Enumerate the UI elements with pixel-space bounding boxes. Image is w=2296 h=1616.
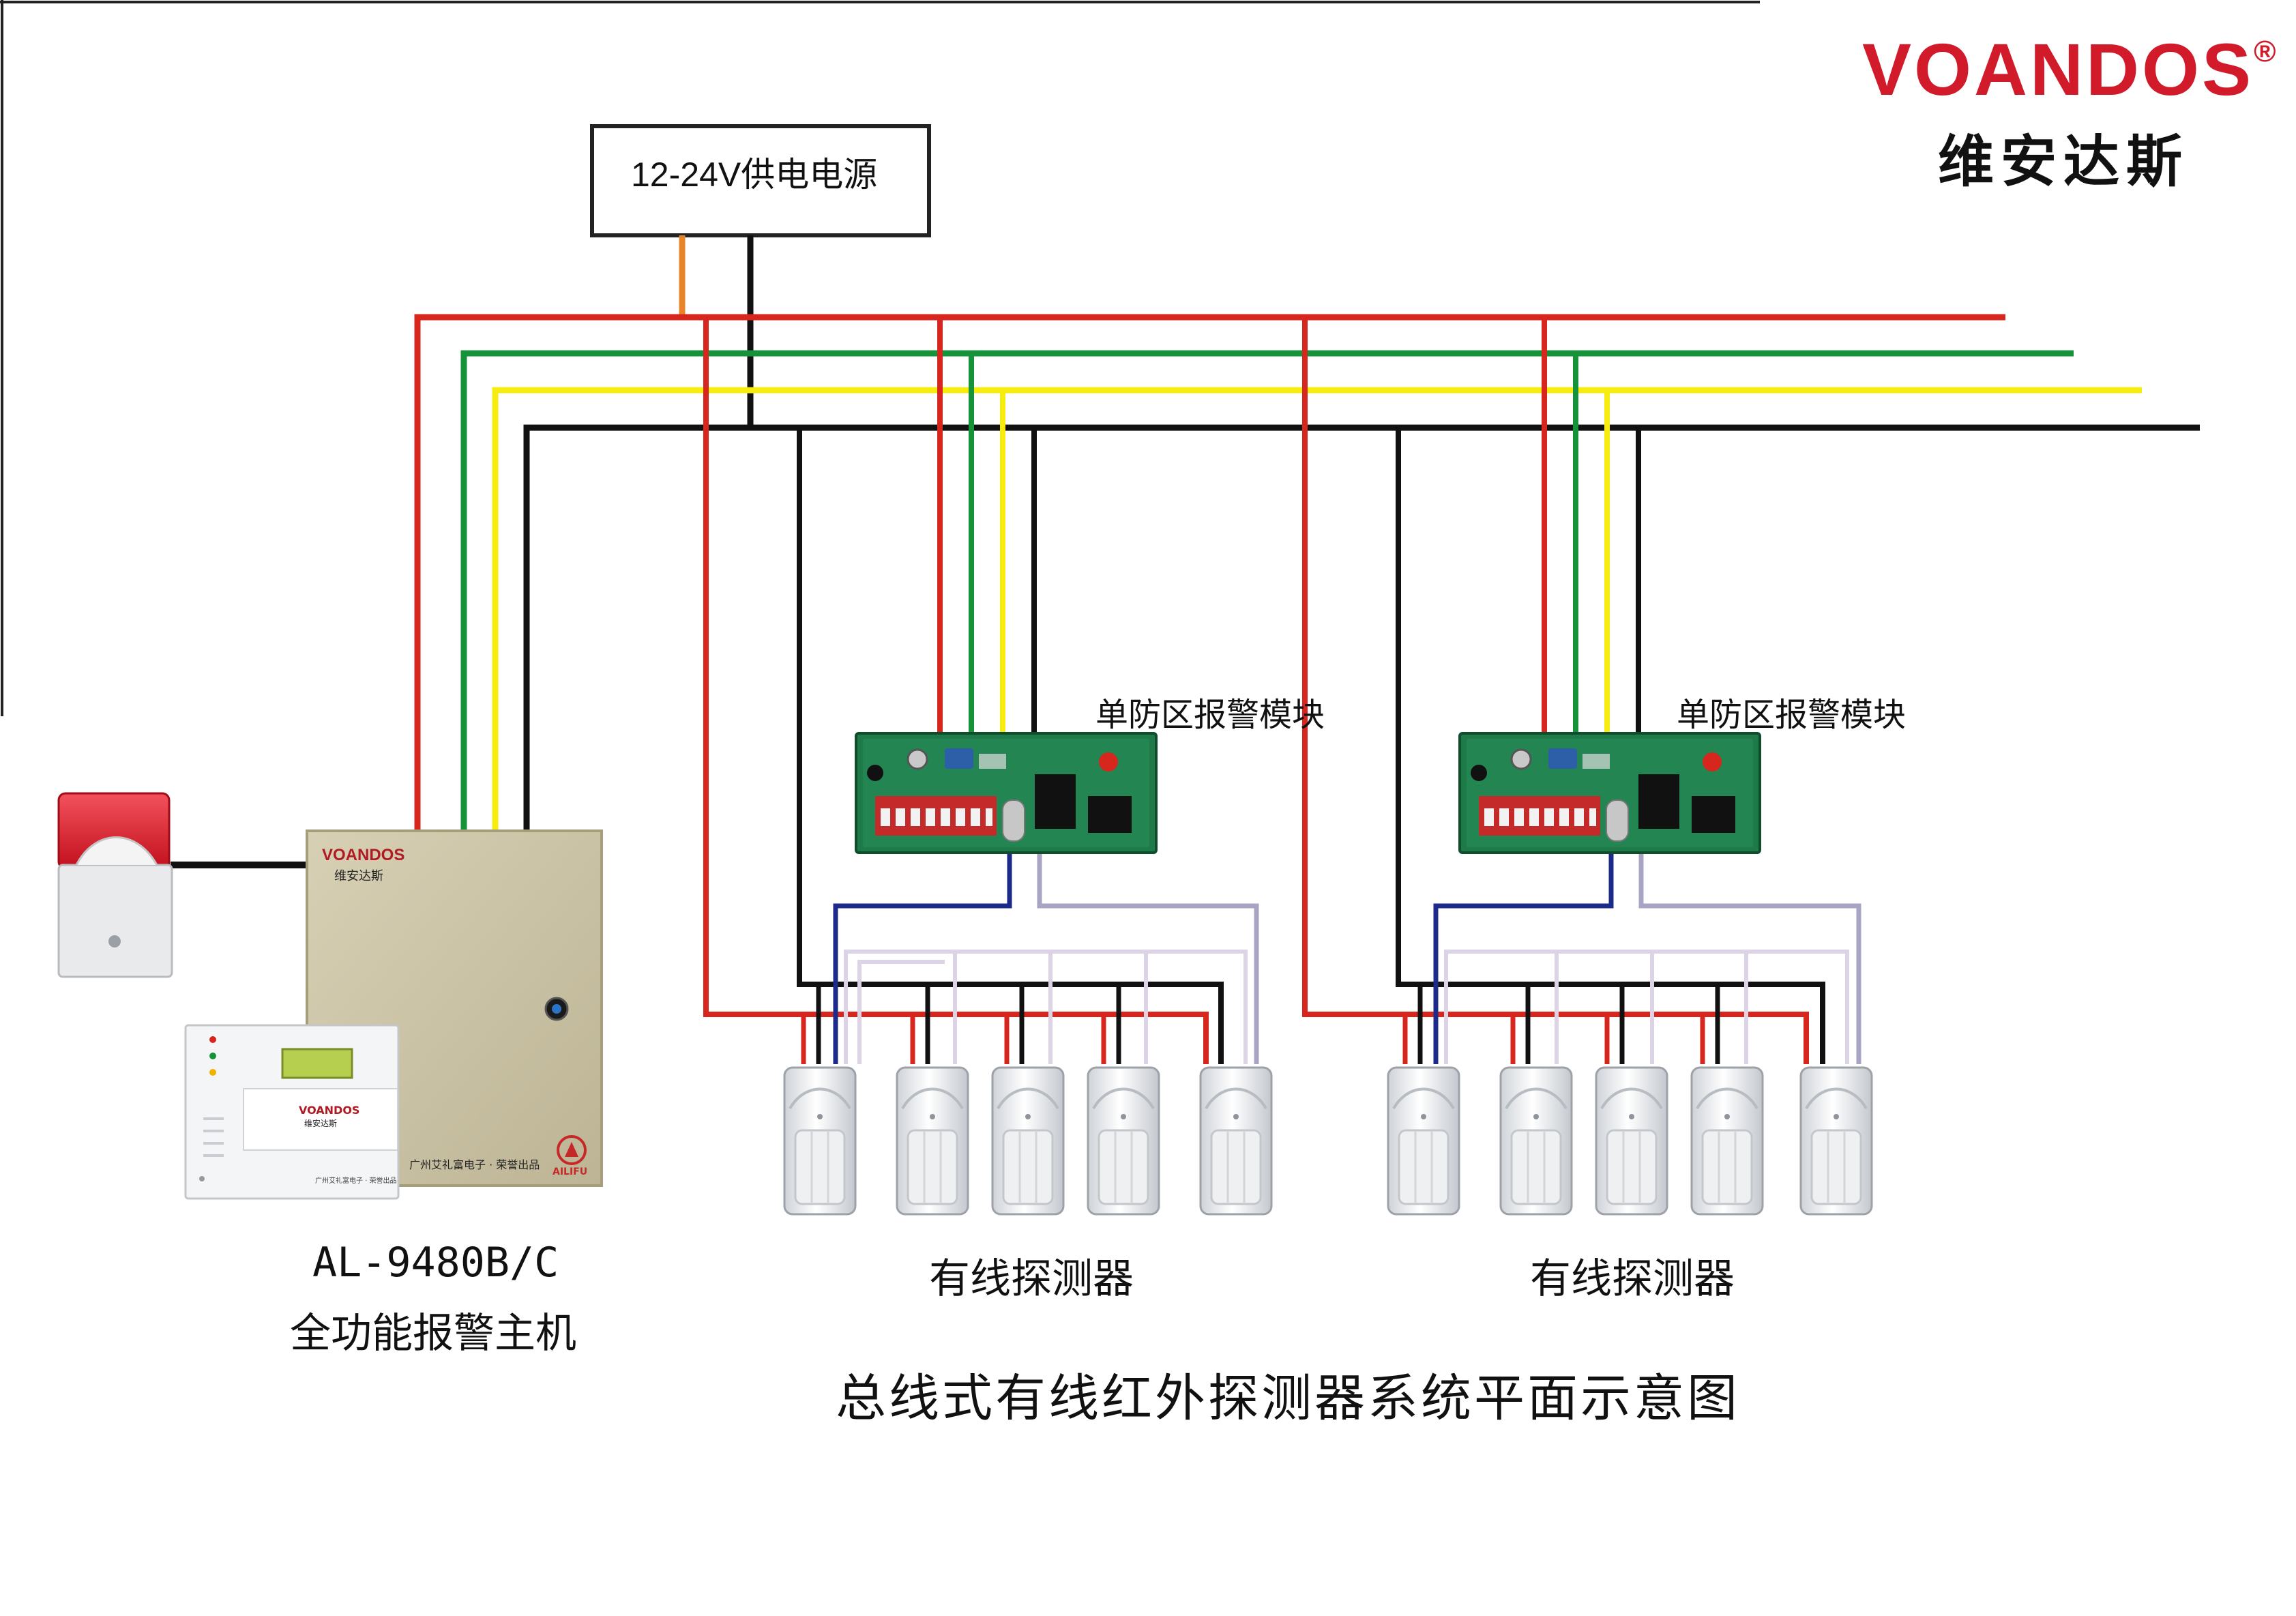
keypad-brand: VOANDOS bbox=[299, 1104, 360, 1117]
detector-group-2-label: 有线探测器 bbox=[1530, 1255, 1735, 1303]
panel-model: AL-9480B/C bbox=[312, 1239, 559, 1287]
pir-detector bbox=[1595, 1066, 1668, 1216]
detector-group-1-label: 有线探测器 bbox=[929, 1255, 1134, 1303]
keypad-brand-cn: 维安达斯 bbox=[304, 1119, 338, 1128]
brand-logo: VOANDOS® 维安达斯 bbox=[1862, 28, 2279, 197]
pir-detector bbox=[783, 1066, 857, 1216]
brand-name: VOANDOS® bbox=[1862, 28, 2279, 111]
pir-detector bbox=[1690, 1066, 1764, 1216]
diagram-title: 总线式有线红外探测器系统平面示意图 bbox=[836, 1369, 1740, 1428]
bus-yellow-wire bbox=[492, 387, 2142, 834]
power-supply-label: 12-24V供电电源 bbox=[631, 156, 878, 194]
zone-group-2 bbox=[1302, 317, 1861, 1064]
bus-red-wire bbox=[414, 314, 2005, 834]
bus-black-wire bbox=[523, 424, 2200, 834]
bus-green-wire bbox=[460, 350, 2074, 834]
brand-chinese-name: 维安达斯 bbox=[1937, 129, 2189, 194]
detectors bbox=[783, 1066, 1873, 1216]
pir-detector bbox=[1087, 1066, 1160, 1216]
keypad bbox=[184, 1024, 400, 1200]
keypad-maker: 广州艾礼富电子 · 荣誉出品 bbox=[315, 1177, 397, 1185]
registered-mark: ® bbox=[2254, 35, 2279, 68]
cabinet-maker: 广州艾礼富电子 · 荣誉出品 bbox=[409, 1158, 540, 1171]
pir-detector bbox=[896, 1066, 969, 1216]
alarm-module-2 bbox=[1458, 732, 1761, 854]
zone-group-1 bbox=[703, 317, 1259, 1064]
main-bus bbox=[414, 314, 2200, 834]
panel-name: 全功能报警主机 bbox=[290, 1310, 576, 1357]
pir-detector bbox=[1199, 1066, 1273, 1216]
power-supply-box bbox=[590, 124, 931, 237]
alarm-module-1 bbox=[855, 732, 1158, 854]
module-2-label: 单防区报警模块 bbox=[1677, 696, 1907, 734]
cabinet-brand: VOANDOS bbox=[322, 846, 405, 864]
pir-detector bbox=[1387, 1066, 1460, 1216]
pir-detector bbox=[1499, 1066, 1573, 1216]
pir-detector bbox=[991, 1066, 1065, 1216]
cabinet-logo: AILIFU bbox=[553, 1166, 588, 1177]
pir-detector bbox=[1799, 1066, 1873, 1216]
siren-strobe bbox=[57, 792, 307, 978]
cabinet-brand-cn: 维安达斯 bbox=[334, 869, 383, 883]
module-1-label: 单防区报警模块 bbox=[1095, 696, 1325, 734]
